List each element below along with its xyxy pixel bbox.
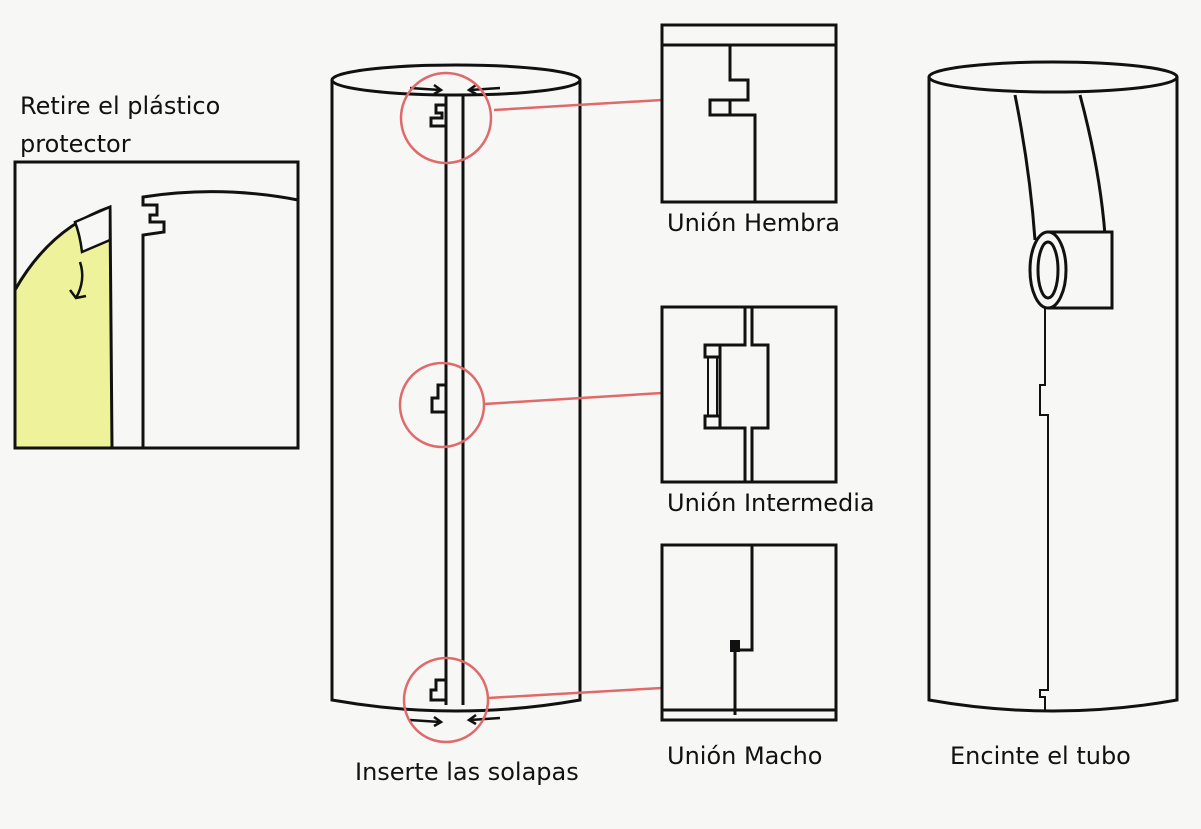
peel-arrow-icon bbox=[69, 261, 87, 300]
step3-caption: Encinte el tubo bbox=[950, 742, 1131, 770]
cylinder-taped bbox=[927, 60, 1179, 713]
step2-caption: Inserte las solapas bbox=[355, 758, 579, 786]
zoom-circle-middle bbox=[398, 361, 486, 449]
step1-title-line2: protector bbox=[20, 130, 131, 158]
push-arrows-icon bbox=[409, 83, 501, 728]
joint-label-female: Unión Hembra bbox=[667, 209, 840, 237]
joint-label-male: Unión Macho bbox=[667, 742, 823, 770]
zoom-circle-bottom bbox=[402, 656, 490, 744]
tape-roll-icon bbox=[1028, 230, 1114, 310]
joint-detail-male bbox=[660, 543, 838, 722]
peeled-corner-icon bbox=[73, 205, 112, 254]
cylinder-insert-tabs bbox=[330, 63, 663, 744]
remove-film-panel bbox=[13, 160, 300, 450]
tape-strip bbox=[1013, 94, 1107, 241]
joint-label-intermediate: Unión Intermedia bbox=[667, 489, 875, 517]
zoom-circle-top bbox=[399, 71, 493, 165]
joint-detail-female bbox=[660, 23, 838, 204]
step1-title-line1: Retire el plástico bbox=[20, 92, 221, 120]
joint-detail-intermediate bbox=[660, 305, 838, 484]
